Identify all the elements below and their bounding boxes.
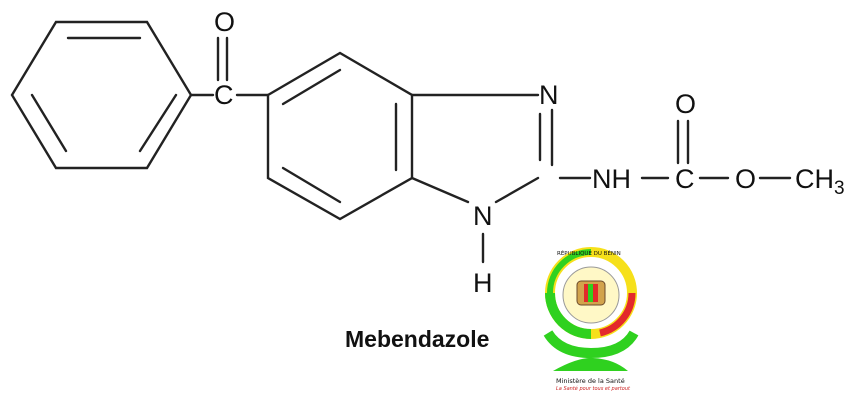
atom-ring-n-bottom: N (473, 201, 493, 231)
atom-methyl: CH3 (795, 164, 845, 199)
compound-name: Mebendazole (345, 326, 490, 352)
benzo-ring (266, 51, 414, 221)
ministry-logo: RÉPUBLIQUE DU BÉNIN Ministère de la Sant… (543, 247, 639, 392)
atom-carbamate-c: C (675, 164, 695, 194)
atom-carbonyl-c: C (214, 80, 234, 110)
phenyl-ring (10, 20, 193, 170)
atom-nh: NH (592, 164, 631, 194)
atom-ester-o: O (735, 164, 756, 194)
logo-slogan-text: La Santé pour tous et partout (556, 385, 631, 392)
atom-ring-n-top: N (539, 80, 559, 110)
logo-ministry-text: Ministère de la Santé (556, 377, 625, 385)
atom-carbonyl-o: O (214, 7, 235, 37)
logo-country-text: RÉPUBLIQUE DU BÉNIN (557, 249, 621, 257)
imidazole-ring (410, 93, 554, 204)
atom-carbamate-o: O (675, 89, 696, 119)
atom-ring-h: H (473, 268, 493, 298)
